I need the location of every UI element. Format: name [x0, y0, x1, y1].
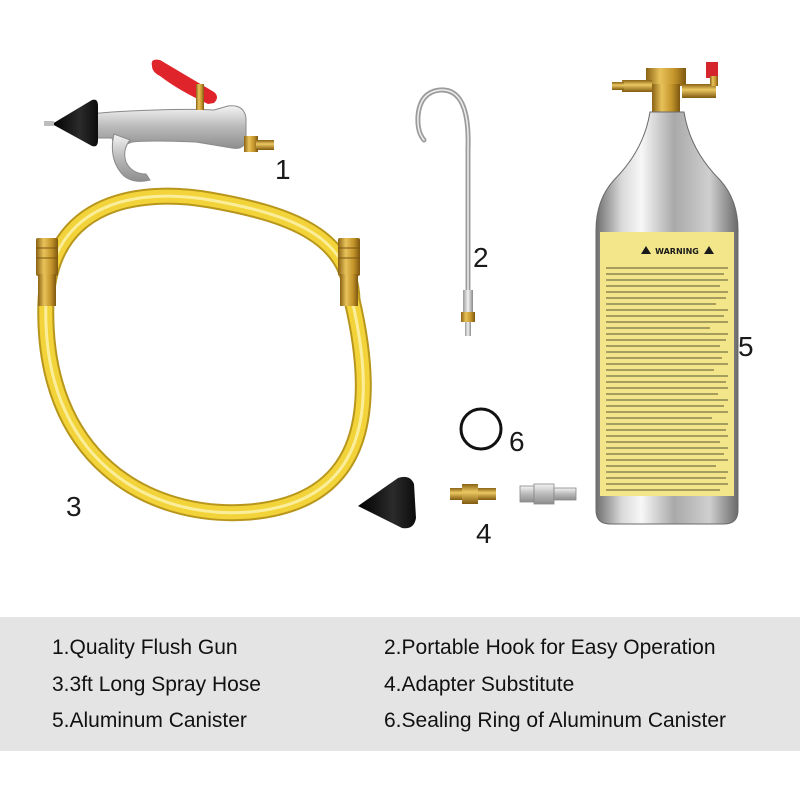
adapter-rubber-tip [358, 476, 416, 529]
hook-end-fitting [463, 290, 473, 314]
label-number-hook: 2 [473, 242, 489, 273]
gun-inlet-thread [256, 140, 274, 150]
canister-label-text-lines [606, 267, 728, 491]
spray-hose [36, 187, 372, 522]
hook-wire [415, 87, 471, 293]
canister-valve [652, 84, 680, 112]
gun-body [87, 105, 247, 149]
hook-highlight [417, 89, 469, 291]
product-illustration: WARNING [36, 59, 739, 529]
label-number-hose: 3 [66, 491, 82, 522]
gun-nozzle [44, 121, 54, 126]
caption-panel: 1.Quality Flush Gun 2.Portable Hook for … [0, 617, 800, 751]
canister-side-port-left [622, 80, 652, 92]
flush-gun [44, 59, 274, 182]
sealing-ring [459, 407, 503, 451]
gun-trigger [151, 59, 217, 104]
hose-shadow [37, 298, 372, 522]
gun-pivot [196, 84, 204, 110]
hose-highlight-upper [44, 194, 354, 301]
adapter-steel-end [553, 487, 577, 501]
portable-hook [415, 87, 475, 336]
hose-body-upper [39, 189, 359, 301]
hook-end-brass [461, 312, 475, 322]
label-number-gun: 1 [275, 154, 291, 185]
adapter-steel-body [533, 483, 555, 505]
aluminum-canister: WARNING [595, 62, 739, 525]
caption-hose: 3.3ft Long Spray Hose [52, 673, 261, 696]
caption-gun: 1.Quality Flush Gun [52, 636, 238, 659]
label-number-ring: 6 [509, 426, 525, 457]
canister-relief-valve [706, 62, 718, 78]
adapter-steel-hex [519, 485, 535, 503]
hose-crimp-right [340, 274, 358, 306]
label-number-canister: 5 [738, 331, 754, 362]
canister-side-port-right [682, 84, 716, 98]
canister-cap [646, 68, 686, 86]
hose-crimp-left [38, 274, 56, 306]
warning-triangle-icon [704, 246, 714, 254]
label-number-adapters: 4 [476, 518, 492, 549]
caption-adapters: 4.Adapter Substitute [384, 673, 575, 696]
hose-highlight [44, 299, 365, 515]
caption-canister: 5.Aluminum Canister [52, 709, 247, 732]
gun-handle [111, 133, 151, 182]
adapter-brass-hex [462, 484, 478, 504]
adapter-brass-thread [450, 488, 462, 500]
gun-rubber-tip [52, 99, 98, 147]
gun-inlet [244, 136, 258, 152]
hook-end-tip [465, 322, 471, 336]
warning-triangle-icon [641, 246, 651, 254]
hose-fitting-right [338, 238, 360, 276]
adapter-set [358, 476, 577, 529]
adapter-brass-end [478, 488, 496, 500]
caption-hook: 2.Portable Hook for Easy Operation [384, 636, 716, 659]
caption-ring: 6.Sealing Ring of Aluminum Canister [384, 709, 727, 732]
canister-warning-text: WARNING [655, 247, 699, 256]
hose-body [39, 298, 370, 520]
hose-fitting-left [36, 238, 58, 276]
